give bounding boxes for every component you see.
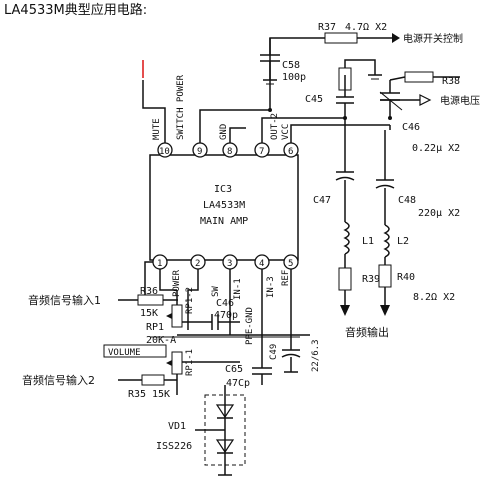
label-rp1-1: RP1-1 bbox=[185, 349, 195, 376]
pin-7-num: 7 bbox=[259, 147, 264, 157]
ic-part: LA4533M bbox=[203, 200, 245, 211]
label-audio-in2: 音频信号输入2 bbox=[22, 373, 95, 387]
pin-10-num: 10 bbox=[159, 147, 170, 157]
diagram-title: LA4533M典型应用电路: bbox=[4, 2, 147, 18]
pin-8-num: 8 bbox=[227, 147, 232, 157]
label-rp1: RP1 bbox=[146, 322, 164, 333]
label-c45: C45 bbox=[305, 94, 323, 105]
label-audio-out: 音频输出 bbox=[345, 325, 389, 339]
pin-4-num: 4 bbox=[259, 259, 264, 269]
label-volume: VOLUME bbox=[108, 348, 141, 358]
input-section bbox=[103, 261, 310, 476]
pin-10-name: MUTE bbox=[152, 118, 162, 140]
label-c48: C48 bbox=[398, 195, 416, 206]
label-c58: C58 bbox=[282, 60, 300, 71]
label-r35-val: 15K bbox=[152, 389, 170, 400]
label-c46-470: C46 bbox=[216, 298, 234, 309]
bottom-pins bbox=[152, 254, 299, 270]
label-l1: L1 bbox=[362, 236, 374, 247]
pin-1-name: POWER bbox=[172, 269, 182, 297]
pin-7-name: OUT-2 bbox=[270, 113, 280, 140]
pin-6-num: 6 bbox=[288, 147, 293, 157]
label-r37: R37 bbox=[318, 22, 336, 33]
label-c65-val: 47Cp bbox=[226, 378, 250, 389]
label-c49: C49 bbox=[269, 344, 279, 360]
label-r36: R36 bbox=[140, 286, 158, 297]
pin-3-num: 3 bbox=[227, 259, 232, 269]
label-c46-470-val: 470p bbox=[214, 310, 238, 321]
pin-8-name: GND bbox=[219, 124, 229, 140]
label-vd1-part: ISS226 bbox=[156, 441, 192, 452]
label-r37-val: 4.7Ω X2 bbox=[345, 22, 387, 33]
top-wiring bbox=[142, 32, 460, 140]
pin-2-name: SW bbox=[211, 286, 221, 297]
pin-9-num: 9 bbox=[197, 147, 202, 157]
label-audio-in1: 音频信号输入1 bbox=[28, 293, 101, 307]
label-r35: R35 bbox=[128, 389, 146, 400]
ic-ref: IC3 bbox=[214, 184, 232, 195]
pin-4-name: IN-3 bbox=[266, 276, 276, 298]
pin-3-name: IN-1 bbox=[233, 278, 243, 300]
label-c46-val: 0.22μ X2 bbox=[412, 143, 460, 154]
label-ppe-gnd: PPE-GND bbox=[245, 307, 255, 345]
label-rp1-2: RP1-2 bbox=[185, 287, 195, 314]
label-l2: L2 bbox=[397, 236, 409, 247]
label-r40-val: 8.2Ω X2 bbox=[413, 292, 455, 303]
label-r40: R40 bbox=[397, 272, 415, 283]
top-pins bbox=[157, 140, 299, 158]
label-r39: R39 bbox=[362, 274, 380, 285]
label-c65: C65 bbox=[225, 364, 243, 375]
pin-6-name: VCC bbox=[281, 124, 291, 140]
label-c46: C46 bbox=[402, 122, 420, 133]
output-section bbox=[335, 118, 395, 316]
label-r36-val: 15K bbox=[140, 308, 158, 319]
ic-desc: MAIN AMP bbox=[200, 216, 248, 227]
pin-2-num: 2 bbox=[195, 259, 200, 269]
label-c49-val: 22/6.3 bbox=[311, 339, 321, 372]
pin-1-num: 1 bbox=[157, 259, 162, 269]
label-c47: C47 bbox=[313, 195, 331, 206]
label-power-switch: 电源开关控制 bbox=[403, 32, 463, 45]
pin-9-name: SWITCH POWER bbox=[176, 74, 186, 140]
label-c48-val: 220μ X2 bbox=[418, 208, 460, 219]
label-supply: 电源电压 bbox=[440, 94, 480, 107]
label-c58-val: 100p bbox=[282, 72, 306, 83]
label-r38: R38 bbox=[442, 76, 460, 87]
pin-5-num: 5 bbox=[288, 259, 293, 269]
pin-5-name: REF bbox=[281, 270, 291, 286]
label-rp1-val: 20K-A bbox=[146, 335, 176, 346]
label-vd1: VD1 bbox=[168, 421, 186, 432]
